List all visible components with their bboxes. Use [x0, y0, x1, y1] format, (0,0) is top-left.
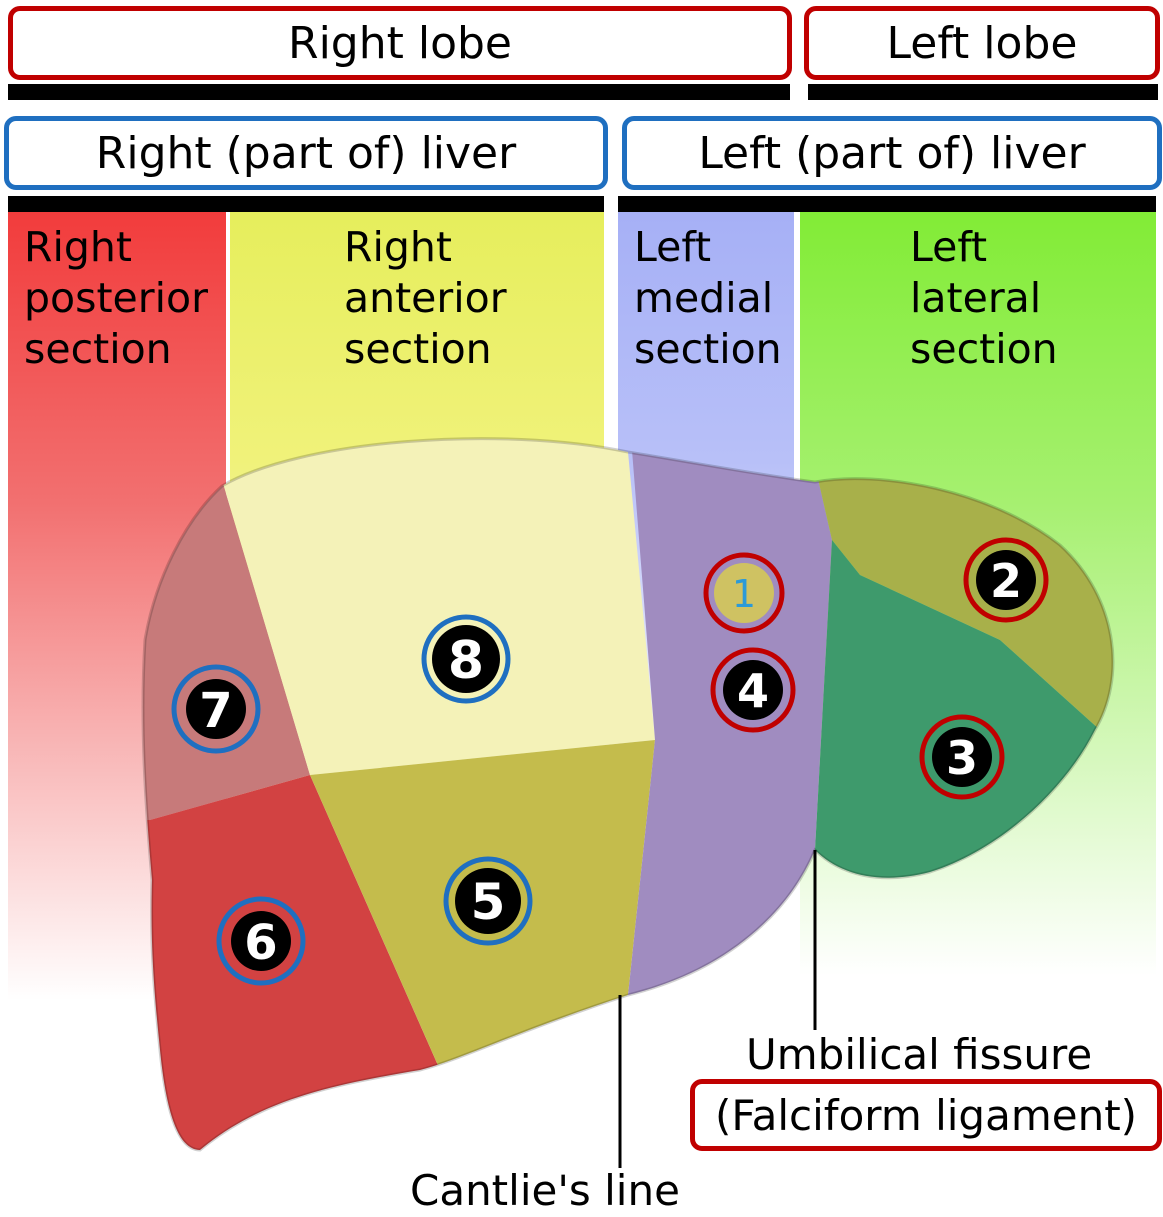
- right-lobe-box: Right lobe: [8, 6, 792, 80]
- falciform-ligament-box: (Falciform ligament): [690, 1079, 1162, 1151]
- segment-5-number: 5: [471, 873, 506, 931]
- segment-4-number: 4: [737, 664, 769, 718]
- left-liver-label: Left (part of) liver: [698, 127, 1086, 179]
- right-anterior-label: Right anterior section: [344, 223, 507, 373]
- right-liver-bar: [8, 196, 604, 212]
- segment-8-marker: 8: [421, 614, 511, 704]
- left-liver-bar: [618, 196, 1156, 212]
- left-lobe-bar: [808, 84, 1158, 100]
- segment-7-number: 7: [199, 683, 232, 739]
- umbilical-fissure-label: Umbilical fissure: [746, 1030, 1093, 1079]
- segment-8-region: [222, 438, 655, 775]
- right-lobe-label: Right lobe: [288, 17, 512, 69]
- segment-4-marker: 4: [710, 647, 796, 733]
- segment-6-marker: 6: [216, 896, 306, 986]
- segment-1-number: 1: [732, 572, 756, 616]
- left-lobe-label: Left lobe: [886, 17, 1078, 69]
- left-lobe-box: Left lobe: [804, 6, 1160, 80]
- segment-1-marker: 1: [703, 552, 785, 634]
- right-liver-label: Right (part of) liver: [95, 127, 517, 179]
- right-posterior-label: Right posterior section: [24, 223, 208, 373]
- segment-6-number: 6: [244, 915, 277, 971]
- segment-2-marker: 2: [963, 537, 1049, 623]
- segment-3-marker: 3: [919, 714, 1005, 800]
- falciform-ligament-label: (Falciform ligament): [714, 1090, 1138, 1140]
- segment-8-number: 8: [448, 631, 484, 691]
- left-lateral-label: Left lateral section: [910, 223, 1058, 373]
- left-liver-box: Left (part of) liver: [622, 116, 1162, 190]
- segment-2-number: 2: [990, 554, 1022, 608]
- left-medial-label: Left medial section: [634, 223, 782, 373]
- right-liver-box: Right (part of) liver: [4, 116, 608, 190]
- segment-3-number: 3: [946, 731, 978, 785]
- cantlie-line-label: Cantlie's line: [410, 1166, 680, 1215]
- right-lobe-bar: [8, 84, 790, 100]
- segment-7-marker: 7: [171, 664, 261, 754]
- segment-5-marker: 5: [443, 856, 533, 946]
